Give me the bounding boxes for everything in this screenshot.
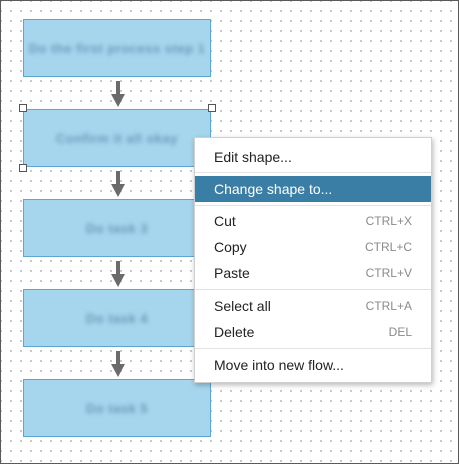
- menu-item-cut[interactable]: Cut CTRL+X: [195, 208, 431, 234]
- menu-separator: [195, 289, 431, 290]
- flow-shape-5[interactable]: Do task 5: [23, 379, 211, 437]
- menu-item-copy[interactable]: Copy CTRL+C: [195, 234, 431, 260]
- menu-item-paste[interactable]: Paste CTRL+V: [195, 260, 431, 286]
- resize-handle-bottom-left[interactable]: [19, 164, 27, 172]
- menu-item-shortcut: CTRL+C: [364, 240, 412, 254]
- menu-item-label: Cut: [214, 213, 236, 229]
- menu-separator: [195, 205, 431, 206]
- flow-shape-label: Confirm it all okay: [55, 130, 179, 146]
- context-menu: Edit shape... Change shape to... Cut CTR…: [194, 137, 432, 383]
- flow-shape-label: Do the first process step 1: [28, 40, 206, 56]
- resize-handle-top-left[interactable]: [19, 104, 27, 112]
- flow-shape-4[interactable]: Do task 4: [23, 289, 211, 347]
- menu-item-label: Edit shape...: [214, 149, 292, 165]
- menu-item-label: Move into new flow...: [214, 357, 344, 373]
- connector-arrow-icon: [111, 261, 125, 287]
- menu-item-label: Copy: [214, 239, 247, 255]
- connector-arrow-icon: [111, 171, 125, 197]
- connector-arrow-icon: [111, 351, 125, 377]
- resize-handle-top-right[interactable]: [208, 104, 216, 112]
- menu-item-move-into-new-flow[interactable]: Move into new flow...: [195, 352, 431, 378]
- flow-shape-2-selected[interactable]: Confirm it all okay: [23, 109, 211, 167]
- menu-item-label: Delete: [214, 324, 255, 340]
- flow-shape-label: Do task 5: [85, 400, 149, 416]
- menu-item-label: Change shape to...: [214, 181, 333, 197]
- connector-arrow-icon: [111, 81, 125, 107]
- menu-item-select-all[interactable]: Select all CTRL+A: [195, 293, 431, 319]
- flow-shape-1[interactable]: Do the first process step 1: [23, 19, 211, 77]
- menu-item-delete[interactable]: Delete DEL: [195, 319, 431, 345]
- menu-item-edit-shape[interactable]: Edit shape...: [195, 144, 431, 170]
- flow-shape-label: Do task 4: [85, 310, 149, 326]
- flow-shape-3[interactable]: Do task 3: [23, 199, 211, 257]
- menu-item-change-shape[interactable]: Change shape to...: [195, 176, 431, 202]
- menu-item-shortcut: CTRL+V: [365, 266, 412, 280]
- flow-shape-label: Do task 3: [85, 220, 149, 236]
- menu-item-shortcut: CTRL+X: [365, 214, 412, 228]
- menu-separator: [195, 172, 431, 173]
- menu-item-label: Paste: [214, 265, 250, 281]
- menu-item-label: Select all: [214, 298, 271, 314]
- menu-item-shortcut: CTRL+A: [365, 299, 412, 313]
- menu-item-shortcut: DEL: [388, 325, 412, 339]
- menu-separator: [195, 348, 431, 349]
